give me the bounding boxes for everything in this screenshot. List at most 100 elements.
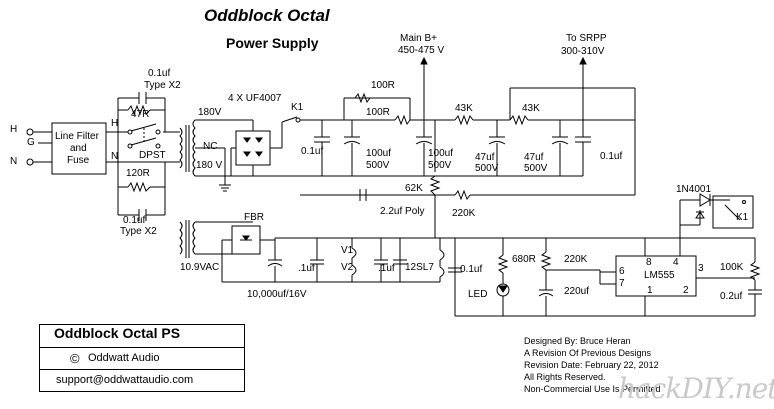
label-c01-b: 0.1uf [600,151,623,162]
label-tube: 12SL7 [405,262,434,273]
label-line-and: and [70,143,87,154]
primary-resistors [127,104,151,193]
credit-rights: All Rights Reserved. [524,372,606,382]
label-c01-a: 0.1uf [301,146,324,157]
label-fbr: FBR [244,212,264,223]
dpst-switch [127,123,161,149]
credit-revision-note: A Revision Of Previous Designs [524,348,652,358]
page-title: Oddblock Octal [204,6,330,25]
label-v2: V2 [341,262,354,273]
label-pin7: 7 [619,278,625,289]
label-c-x2-top-val: 0.1uf [148,68,171,79]
label-pin3: 3 [698,263,704,274]
label-main-b2: 450-475 V [398,45,445,56]
label-n-in: N [10,156,18,167]
label-k1-relay: K1 [736,212,749,223]
credit-revision-date: Revision Date: February 22, 2012 [524,360,659,370]
label-diodes: 4 X UF4007 [228,93,282,104]
tube-heaters [351,238,445,282]
label-r43a: 43K [455,103,473,114]
label-c1uf-b: .1uf [378,263,395,274]
label-c100b-w: 500V [428,160,452,171]
label-pin8: 8 [646,257,652,268]
hv-bridge-rectifier [230,120,283,176]
delay-circuit [448,238,762,317]
title-block-name-row: Oddblock Octal PS [40,325,244,348]
label-c01-c: 0.1uf [460,264,483,275]
title-block-company: Oddwatt Audio [88,352,160,364]
label-v180a: 180V [198,107,222,118]
hv-filter-capacitors [314,120,591,176]
label-c-x2-bot-type: Type X2 [120,226,157,237]
label-g-in: G [27,137,35,148]
credit-usage: Non-Commercial Use Is Permitted [524,384,661,394]
watermark-text: hackDIY.net [618,372,774,405]
label-c100b-v: 100uf [428,148,454,159]
title-block-company-row: © Oddwatt Audio [40,348,244,370]
title-block-email: support@oddwattaudio.com [56,374,194,386]
label-r100a: 100R [371,80,395,91]
label-r43b: 43K [522,103,540,114]
input-terminals [26,128,52,166]
label-pin4: 4 [673,257,679,268]
heater-filter-capacitors [222,238,440,283]
label-c100a-w: 500V [366,160,390,171]
label-1n4001: 1N4001 [676,184,712,195]
bias-divider [300,120,635,238]
label-c47b-w: 500V [524,163,548,174]
title-block-name: Oddblock Octal PS [54,325,181,341]
label-c02: 0.2uf [720,291,743,302]
label-c100a-v: 100uf [366,148,392,159]
label-c1uf-a: .1uf [298,263,315,274]
label-dpst: DPST [139,150,166,161]
label-r120: 120R [126,168,150,179]
label-srpp1: To SRPP [566,33,607,44]
label-lm555: LM555 [644,270,675,281]
k1-contact [281,116,344,123]
label-n-node: N [111,151,119,162]
label-c47a-v: 47uf [475,152,495,163]
hv-rail [321,60,636,195]
label-k1-switch: K1 [291,102,304,113]
label-v109: 10.9VAC [180,262,220,273]
label-line-fuse: Fuse [67,155,90,166]
main-b-arrow [420,56,428,65]
label-c47a-w: 500V [475,163,499,174]
label-cap-10000: 10,000uf/16V [247,289,307,300]
label-led: LED [468,289,488,300]
main-transformer [179,119,253,192]
label-r62k: 62K [405,183,423,194]
label-r220k-a: 220K [452,208,476,219]
primary-wiring [106,97,180,216]
label-c47b-v: 47uf [524,152,544,163]
credit-designer: Designed By: Bruce Heran [524,336,631,346]
label-h-in: H [10,124,18,135]
label-c-x2-bot-val: 0.1uf [123,215,146,226]
label-r680: 680R [512,254,536,265]
label-nc: NC [203,141,218,152]
label-main-b1: Main B+ [400,33,437,44]
label-pin6: 6 [619,266,625,277]
page-subtitle: Power Supply [226,35,319,51]
label-v180b: 180 V [196,160,223,171]
label-pin1: 1 [647,285,653,296]
x2-capacitors [135,92,150,221]
label-h-node: H [111,118,119,129]
line-filter-box [51,122,107,175]
label-pin2: 2 [683,285,689,296]
title-block: Oddblock Octal PS © Oddwatt Audio suppor… [39,324,245,392]
label-c-x2-top-type: Type X2 [144,80,181,91]
label-cpoly: 2.2uf Poly [380,206,425,217]
label-r100b: 100R [366,107,390,118]
label-line-filter: Line Filter [55,131,99,142]
label-v1: V1 [341,245,354,256]
label-srpp2: 300-310V [561,46,605,57]
lv-bridge-rectifier [221,225,755,282]
label-r220k-b: 220K [564,254,588,265]
srpp-arrow [579,56,587,65]
copyright-symbol: © [70,351,80,366]
relay-k1 [679,193,754,238]
label-r100k: 100K [720,262,744,273]
label-r47: 47R [131,109,150,120]
